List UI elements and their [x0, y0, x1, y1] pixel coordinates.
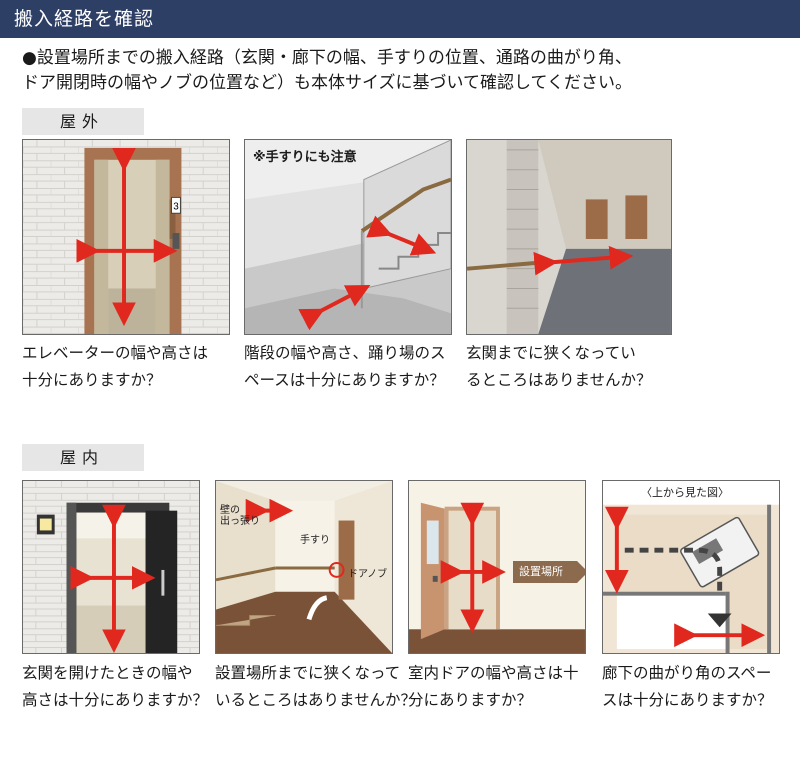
- entrance-door-illustration: [22, 480, 200, 654]
- caption-corridor: 玄関までに狭くなってい るところはありませんか？: [466, 344, 652, 389]
- corner-topview-illustration: 〈上から見た図〉: [602, 480, 780, 654]
- installation-location-sign: 設置場所: [513, 561, 585, 583]
- page-header: 搬入経路を確認: [0, 0, 800, 38]
- page-title: 搬入経路を確認: [14, 8, 155, 30]
- hallway-illustration: 壁の 出っ張り 手すり ドアノブ: [215, 480, 393, 654]
- floor-number: 3: [173, 201, 179, 212]
- caption-entrance: 玄関を開けたときの幅や 高さは十分にありますか？: [22, 664, 209, 709]
- stairs-illustration: ※手すりにも注意: [244, 139, 452, 335]
- doorknob-label: ドアノブ: [348, 569, 388, 580]
- section-label-indoor: 屋内: [22, 444, 144, 471]
- intro-line-2: ドア開閉時の幅やノブの位置など）も本体サイズに基づいて確認してください。: [22, 73, 632, 93]
- caption-stairs: 階段の幅や高さ、踊り場のス ペースは十分にありますか？: [244, 344, 446, 389]
- caption-corner: 廊下の曲がり角のスペー スは十分にありますか？: [602, 664, 773, 709]
- interior-door-illustration: 設置場所: [408, 480, 586, 654]
- corridor-illustration: [466, 139, 672, 335]
- top-view-label: 〈上から見た図〉: [641, 486, 729, 499]
- elevator-illustration: 3: [22, 139, 230, 335]
- caption-interior-door: 室内ドアの幅や高さは十 分にありますか？: [408, 664, 579, 709]
- handrail-label: 手すり: [300, 535, 330, 546]
- handrail-note: ※手すりにも注意: [253, 150, 357, 165]
- section-label-outdoor: 屋外: [22, 108, 144, 135]
- intro-line-1: ●設置場所までの搬入経路（玄関・廊下の幅、手すりの位置、通路の曲がり角、: [22, 48, 632, 68]
- caption-hallway: 設置場所までに狭くなって いるところはありませんか？: [215, 664, 417, 709]
- caption-elevator: エレベーターの幅や高さは 十分にありますか？: [22, 344, 209, 389]
- intro-text: ●設置場所までの搬入経路（玄関・廊下の幅、手すりの位置、通路の曲がり角、 ドア開…: [22, 46, 792, 96]
- wall-protrusion-label: 壁の 出っ張り: [220, 505, 260, 527]
